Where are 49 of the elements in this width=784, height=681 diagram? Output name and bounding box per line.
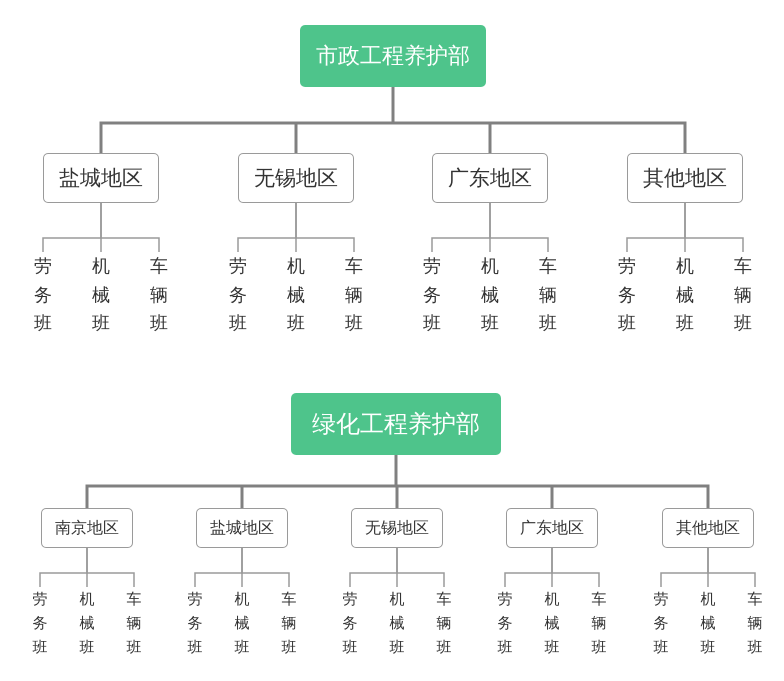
connector-line	[392, 87, 686, 153]
connector-line	[100, 203, 160, 252]
team-label: 机械班	[697, 587, 719, 659]
team-label: 机械班	[231, 587, 253, 659]
team-label: 机械班	[476, 252, 504, 340]
team-label: 劳务班	[418, 252, 446, 340]
region-box: 南京地区	[41, 508, 133, 548]
team-label: 劳务班	[339, 587, 361, 659]
team-label: 劳务班	[29, 252, 57, 340]
team-label: 机械班	[541, 587, 563, 659]
team-label: 车辆班	[340, 252, 368, 340]
team-label: 机械班	[671, 252, 699, 340]
department-box: 市政工程养护部	[300, 25, 486, 87]
team-label: 劳务班	[224, 252, 252, 340]
team-label: 车辆班	[123, 587, 145, 659]
team-label: 劳务班	[613, 252, 641, 340]
region-box: 无锡地区	[351, 508, 443, 548]
region-box: 广东地区	[432, 153, 548, 203]
team-label: 车辆班	[588, 587, 610, 659]
connector-line	[241, 548, 290, 587]
region-box: 其他地区	[662, 508, 754, 548]
region-box: 无锡地区	[238, 153, 354, 203]
team-label: 车辆班	[729, 252, 757, 340]
connector-line	[396, 548, 445, 587]
connector-line	[684, 203, 744, 252]
connector-line	[295, 203, 355, 252]
team-label: 车辆班	[145, 252, 173, 340]
region-box: 盐城地区	[196, 508, 288, 548]
team-label: 劳务班	[184, 587, 206, 659]
team-label: 车辆班	[744, 587, 766, 659]
team-label: 劳务班	[29, 587, 51, 659]
team-label: 车辆班	[433, 587, 455, 659]
connector-line	[86, 548, 135, 587]
department-box: 绿化工程养护部	[291, 393, 501, 455]
team-label: 车辆班	[534, 252, 562, 340]
connector-line	[489, 203, 549, 252]
team-label: 机械班	[76, 587, 98, 659]
region-box: 其他地区	[627, 153, 743, 203]
connector-line	[551, 548, 600, 587]
team-label: 劳务班	[650, 587, 672, 659]
team-label: 劳务班	[494, 587, 516, 659]
connector-line	[394, 455, 710, 508]
team-label: 机械班	[386, 587, 408, 659]
region-box: 盐城地区	[43, 153, 159, 203]
team-label: 机械班	[87, 252, 115, 340]
region-box: 广东地区	[506, 508, 598, 548]
connector-line	[707, 548, 756, 587]
team-label: 车辆班	[278, 587, 300, 659]
team-label: 机械班	[282, 252, 310, 340]
